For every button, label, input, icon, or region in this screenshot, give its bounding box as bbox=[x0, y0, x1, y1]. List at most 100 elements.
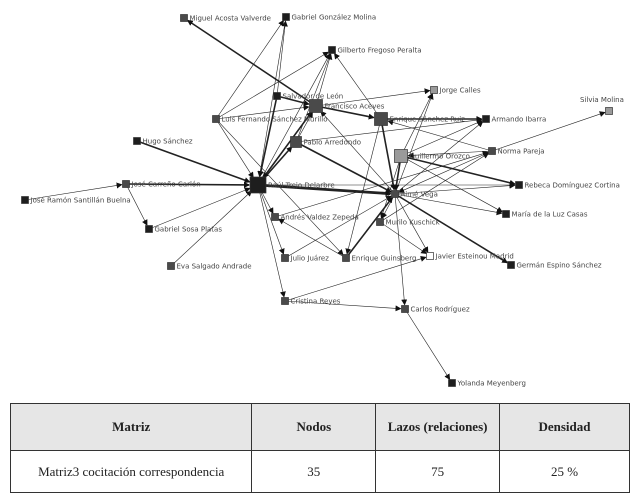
node-gabrielsp: Gabriel Sosa Platas bbox=[145, 225, 223, 234]
node-label: Gilberto Fregoso Peralta bbox=[338, 47, 422, 55]
edge bbox=[320, 110, 396, 195]
node-label: Raúl Trejo Delarbre bbox=[268, 182, 335, 190]
edge bbox=[295, 117, 483, 143]
node-label: Andrés Valdez Zepeda bbox=[281, 214, 359, 222]
node-marker bbox=[376, 218, 384, 226]
node-marker bbox=[401, 305, 409, 313]
edge bbox=[215, 118, 344, 256]
node-marker bbox=[394, 149, 408, 163]
edge bbox=[315, 53, 333, 107]
edge bbox=[400, 120, 483, 157]
edge bbox=[315, 88, 431, 107]
header-nodos: Nodos bbox=[251, 403, 377, 451]
node-label: María de la Luz Casas bbox=[512, 211, 588, 219]
node-marker bbox=[448, 379, 456, 387]
node-marker bbox=[167, 262, 175, 270]
node-joser: José Ramón Santillán Buelna bbox=[21, 196, 131, 205]
edge bbox=[24, 182, 123, 201]
node-marker bbox=[249, 176, 267, 194]
node-carlos: Carlos Rodríguez bbox=[401, 305, 470, 314]
edge bbox=[394, 193, 509, 264]
edge bbox=[125, 183, 148, 226]
node-miguel: Miguel Acosta Valverde bbox=[180, 14, 271, 23]
node-label: Aimé Vega bbox=[401, 191, 438, 199]
node-marker bbox=[281, 254, 289, 262]
table-row: Matriz3 cocitación correspondencia 35 75… bbox=[9, 450, 630, 493]
edge bbox=[284, 300, 402, 312]
node-aime: Aimé Vega bbox=[391, 190, 438, 199]
node-marker bbox=[502, 210, 510, 218]
edge bbox=[400, 93, 433, 157]
edge bbox=[380, 155, 402, 219]
node-marker bbox=[212, 115, 220, 123]
edge bbox=[125, 181, 251, 188]
node-label: Armando Ibarra bbox=[492, 116, 547, 124]
node-marker bbox=[122, 180, 130, 188]
node-label: Norma Pareja bbox=[498, 148, 545, 156]
node-eva: Eva Salgado Andrade bbox=[167, 262, 252, 271]
node-enriqueg: Enrique Guinsberg bbox=[342, 254, 416, 263]
node-label: Silvia Molina bbox=[580, 96, 624, 104]
edge bbox=[257, 53, 331, 186]
edge bbox=[215, 51, 329, 120]
edge bbox=[400, 155, 503, 213]
node-marker bbox=[328, 46, 336, 54]
node-marker bbox=[133, 137, 141, 145]
node-label: Julio Juárez bbox=[290, 255, 330, 263]
node-marker bbox=[282, 13, 290, 21]
edge bbox=[379, 152, 490, 223]
node-label: José Carreño Carlón bbox=[131, 181, 201, 189]
node-andres: Andrés Valdez Zepeda bbox=[271, 213, 359, 222]
edge bbox=[394, 93, 434, 195]
edge bbox=[257, 16, 287, 178]
node-armando: Armando Ibarra bbox=[482, 115, 547, 124]
node-cristina: Cristina Reyes bbox=[281, 297, 341, 306]
edge bbox=[276, 20, 288, 97]
node-marker bbox=[605, 107, 613, 115]
node-label: Jorge Calles bbox=[439, 87, 481, 95]
edge bbox=[394, 182, 516, 195]
node-luisf: Luis Fernando Sánchez Murillo bbox=[212, 115, 328, 124]
node-label: Murilo Kuschick bbox=[386, 219, 441, 227]
node-label: Javier Esteinou Madrid bbox=[435, 253, 514, 261]
edge bbox=[215, 19, 285, 120]
node-raul: Raúl Trejo Delarbre bbox=[249, 176, 335, 194]
node-josec: José Carreño Carlón bbox=[122, 180, 201, 189]
node-marker bbox=[515, 181, 523, 189]
node-label: Gabriel Sosa Platas bbox=[155, 226, 223, 234]
node-norma: Norma Pareja bbox=[488, 147, 545, 156]
node-salvador: Salvador de León bbox=[273, 92, 344, 101]
node-marker bbox=[374, 112, 388, 126]
edge bbox=[257, 184, 285, 255]
node-label: Cristina Reyes bbox=[291, 298, 341, 306]
node-marker bbox=[180, 14, 188, 22]
header-matriz: Matriz bbox=[9, 403, 253, 451]
node-label: Luis Fernando Sánchez Murillo bbox=[222, 116, 328, 124]
edge bbox=[215, 118, 254, 179]
node-hugo: Hugo Sánchez bbox=[133, 137, 193, 146]
node-label: Eva Salgado Andrade bbox=[177, 263, 252, 271]
node-marker bbox=[271, 213, 279, 221]
node-label: Salvador de León bbox=[283, 93, 344, 101]
node-label: Pablo Arredondo bbox=[304, 139, 362, 147]
node-label: Miguel Acosta Valverde bbox=[190, 15, 271, 23]
cell-densidad: 25 % bbox=[499, 450, 630, 493]
node-rebeca: Rebeca Domínguez Cortina bbox=[515, 181, 620, 190]
node-marker bbox=[391, 190, 399, 198]
node-label: José Ramón Santillán Buelna bbox=[30, 197, 131, 205]
edge bbox=[295, 141, 392, 193]
edge bbox=[394, 121, 484, 195]
node-francisco: Francisco Aceves bbox=[309, 99, 385, 113]
edge bbox=[491, 111, 606, 152]
edge bbox=[407, 150, 493, 159]
edge bbox=[284, 255, 427, 302]
cell-lazos: 75 bbox=[375, 450, 500, 493]
node-maria: María de la Luz Casas bbox=[502, 210, 588, 219]
header-lazos: Lazos (relaciones) bbox=[375, 403, 500, 451]
edge bbox=[400, 155, 516, 186]
node-marker bbox=[482, 115, 490, 123]
node-enrique: Enrique Sánchez Ruiz bbox=[374, 112, 465, 126]
edge bbox=[170, 190, 253, 267]
edge bbox=[148, 187, 251, 230]
node-javier: Javier Esteinou Madrid bbox=[426, 252, 514, 261]
